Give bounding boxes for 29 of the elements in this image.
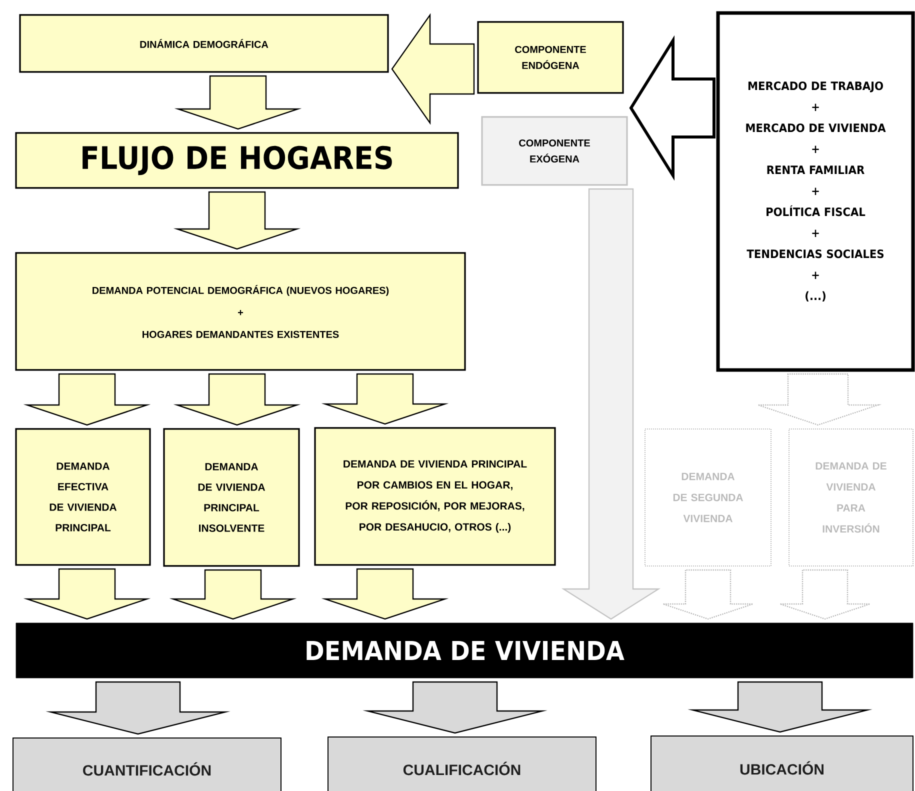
block-arrow <box>362 681 548 734</box>
block-arrow <box>391 13 475 125</box>
dotted-box: DEMANDA DE SEGUNDA VIVIENDA <box>644 428 772 566</box>
block-arrow <box>174 75 302 130</box>
block-arrow <box>46 681 230 735</box>
process-box: DEMANDA EFECTIVA DE VIVIENDA PRINCIPAL <box>15 428 151 566</box>
result-box: UBICACIÓN <box>650 735 914 791</box>
factors-box: MERCADO DE TRABAJO + MERCADO DE VIVIENDA + RENTA FAMILIAR + POLÍTICA FISCAL + TENDENCIAS SOCIALES + (...) <box>716 11 915 372</box>
block-arrow <box>23 568 151 620</box>
process-box: COMPONENTE ENDÓGENA <box>477 21 624 94</box>
block-arrow <box>173 373 301 426</box>
process-box: COMPONENTE EXÓGENA <box>481 116 628 186</box>
banner-box: DEMANDA DE VIVIENDA <box>16 622 914 678</box>
process-box: DEMANDA DE VIVIENDA PRINCIPAL INSOLVENTE <box>163 428 300 567</box>
block-arrow <box>561 188 661 620</box>
block-arrow <box>173 191 301 250</box>
block-arrow <box>23 373 151 426</box>
process-box: DEMANDA DE VIVIENDA PRINCIPAL POR CAMBIOS EN EL HOGAR, POR REPOSICIÓN, POR MEJORAS, POR DESAHUCIO, OTROS (...) <box>314 427 556 566</box>
block-arrow <box>321 568 449 620</box>
dotted-box: DEMANDA DE VIVIENDA PARA INVERSIÓN <box>788 428 914 566</box>
block-arrow <box>169 569 297 620</box>
block-arrow <box>629 35 716 181</box>
process-box: DINÁMICA DEMOGRÁFICA <box>19 14 389 73</box>
block-arrow <box>321 373 449 425</box>
result-box: CUALIFICACIÓN <box>328 736 596 791</box>
process-box: FLUJO DE HOGARES <box>15 132 459 189</box>
block-arrow <box>688 681 872 733</box>
result-box: CUANTIFICACIÓN <box>12 737 282 791</box>
process-box: DEMANDA POTENCIAL DEMOGRÁFICA (NUEVOS HOGARES) + HOGARES DEMANDANTES EXISTENTES <box>15 252 466 371</box>
